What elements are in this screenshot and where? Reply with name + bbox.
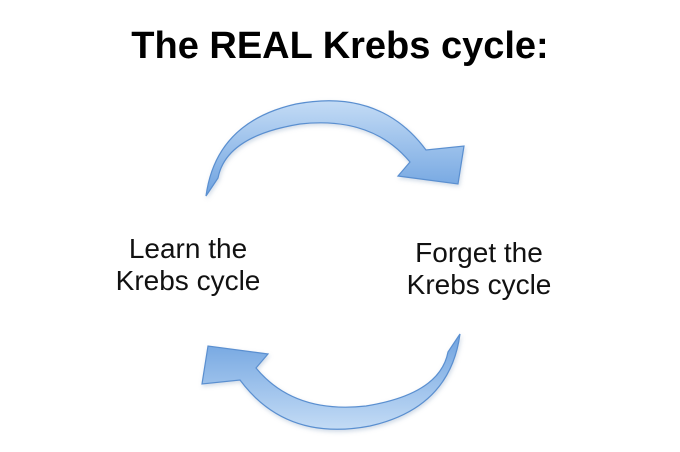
node-learn-krebs-cycle: Learn the Krebs cycle xyxy=(98,233,278,297)
page-title: The REAL Krebs cycle: xyxy=(131,25,549,67)
node-left-line1: Learn the xyxy=(128,233,248,264)
node-forget-krebs-cycle: Forget the Krebs cycle xyxy=(386,237,572,301)
node-left-line2: Krebs cycle xyxy=(115,265,261,296)
node-right-line1: Forget the xyxy=(415,237,543,268)
node-right-line2: Krebs cycle xyxy=(406,269,552,300)
curved-arrow-left-icon xyxy=(201,333,461,430)
curved-arrow-right-icon xyxy=(205,100,465,197)
